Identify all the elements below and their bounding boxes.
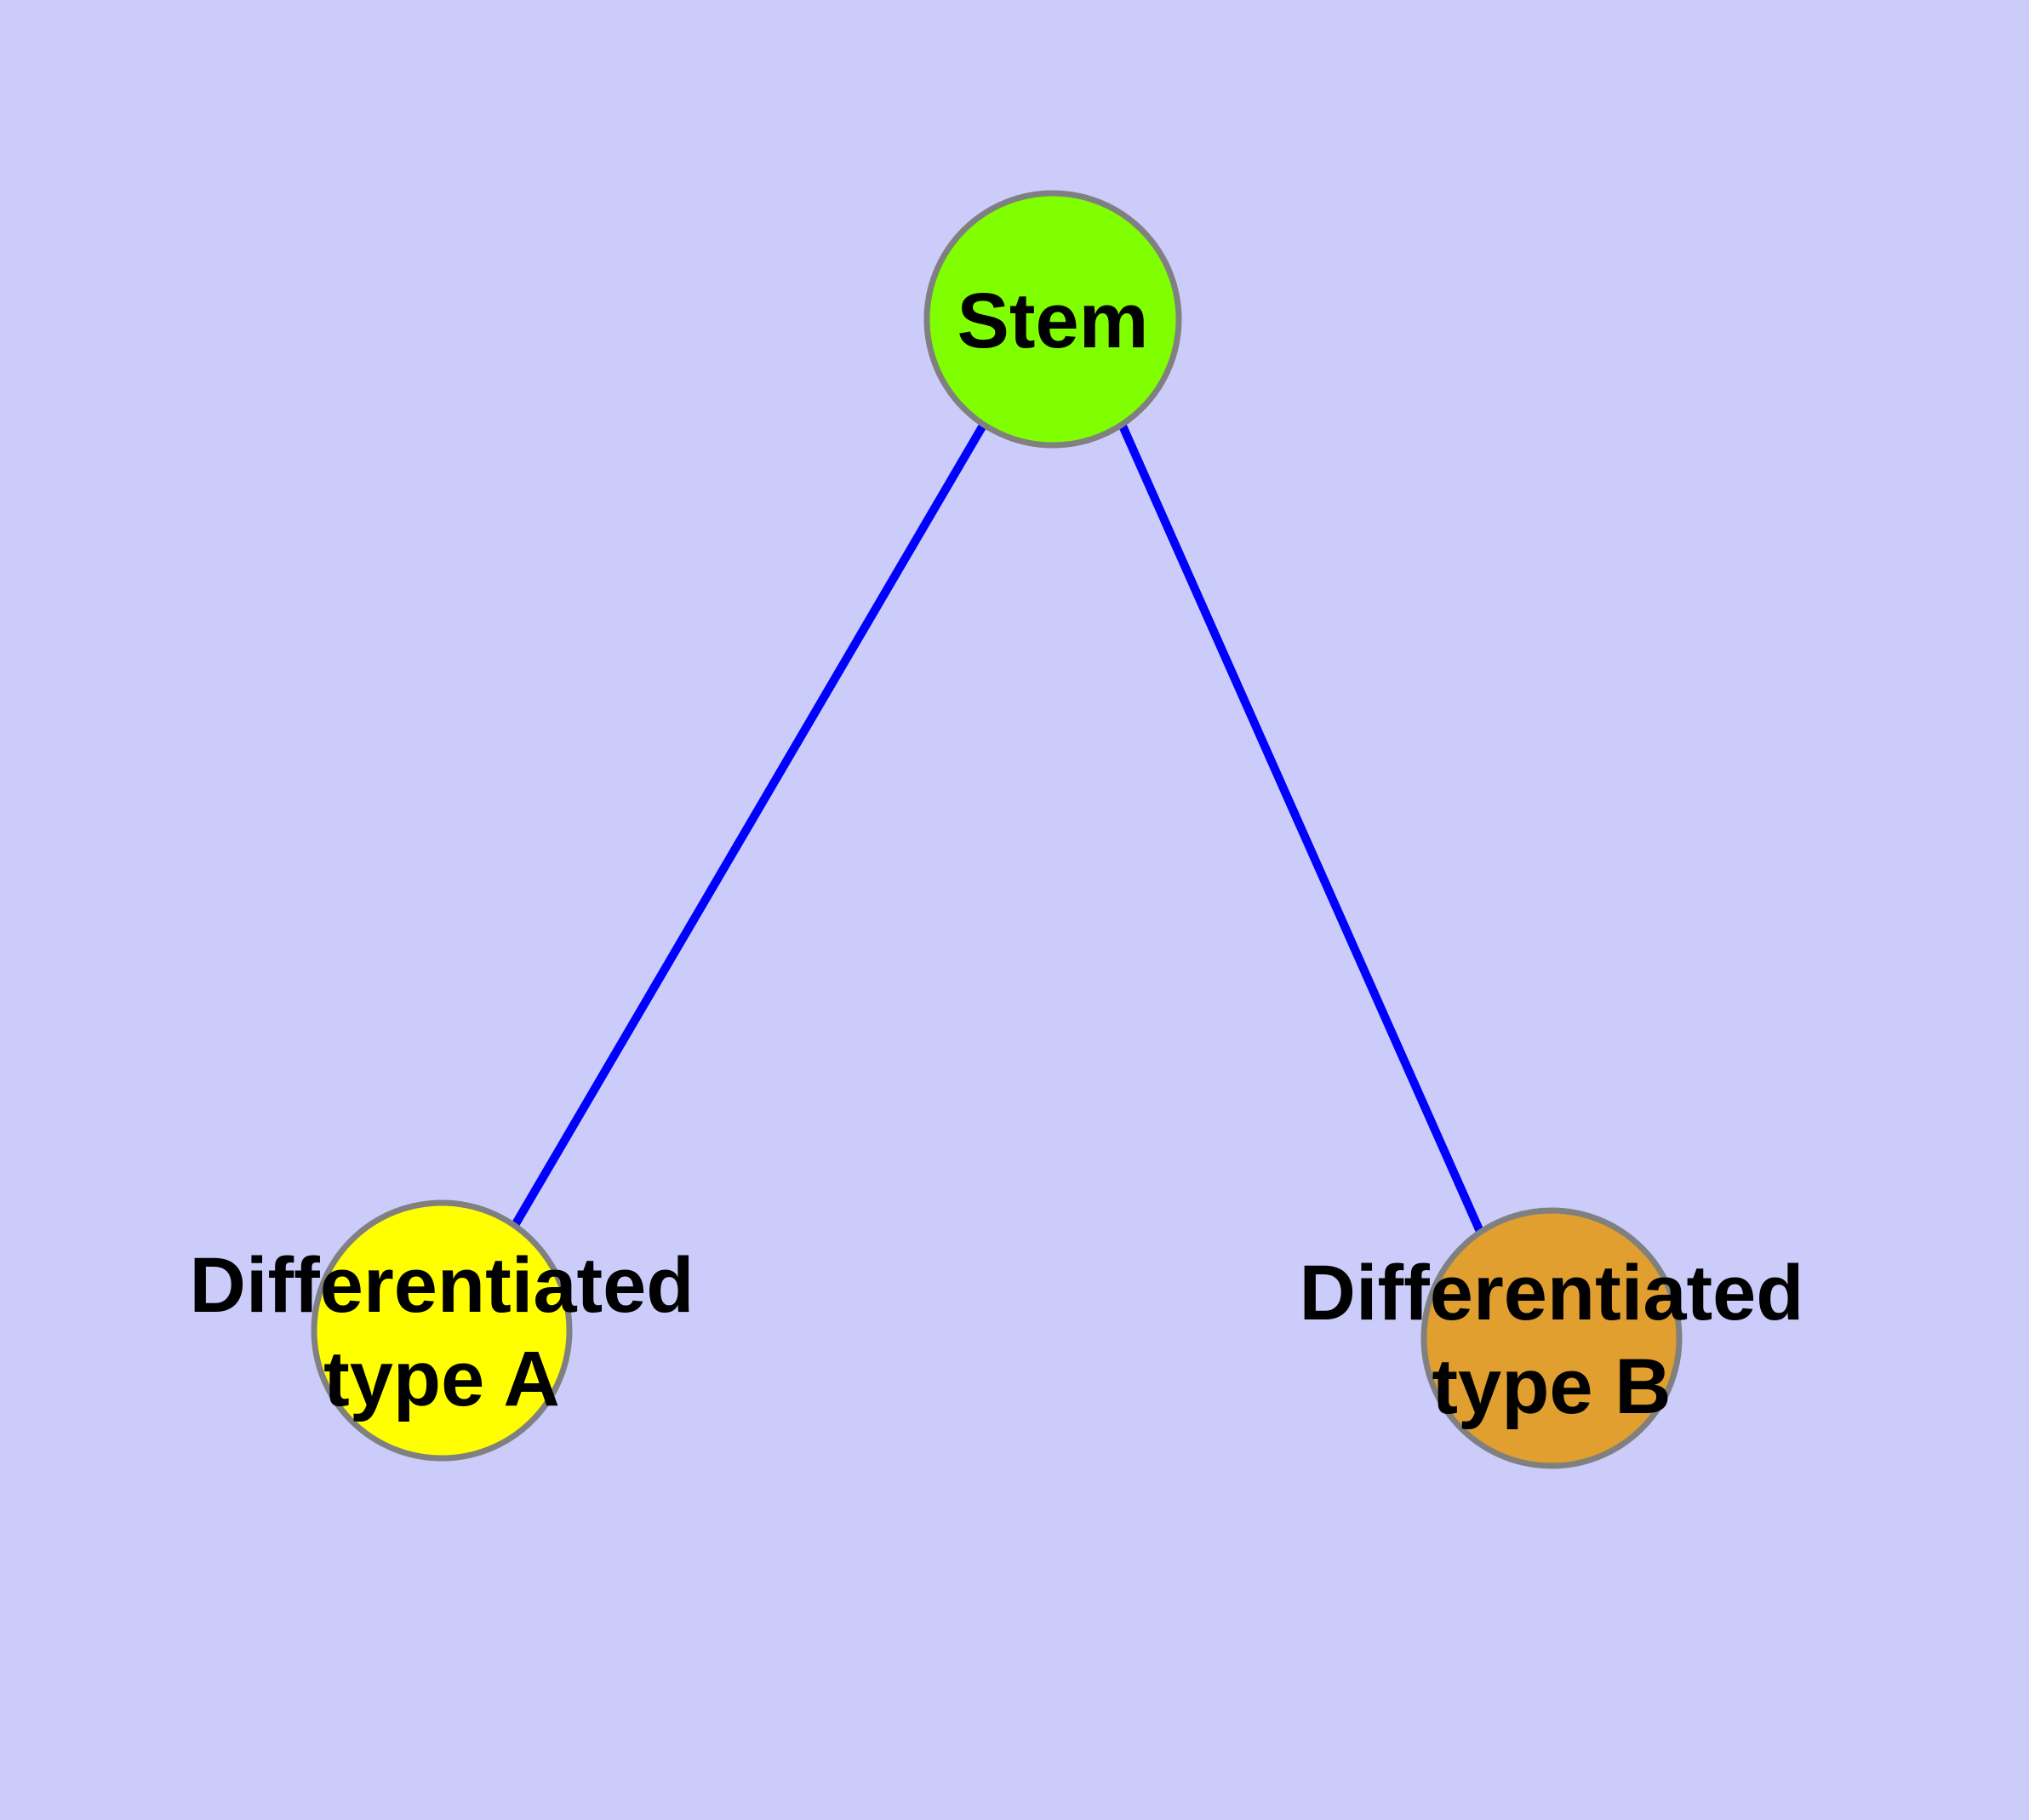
node-differentiated-type-b[interactable] [1420,1207,1683,1469]
nodes-layer [311,190,1683,1469]
edges-layer [510,421,1485,1236]
node-stem[interactable] [923,190,1182,449]
edge-stem-to-differentiated-type-a[interactable] [510,421,988,1229]
edge-stem-to-differentiated-type-b[interactable] [1117,421,1485,1236]
node-label-stem: Stem [957,278,1149,364]
node-differentiated-type-a[interactable] [311,1199,573,1462]
